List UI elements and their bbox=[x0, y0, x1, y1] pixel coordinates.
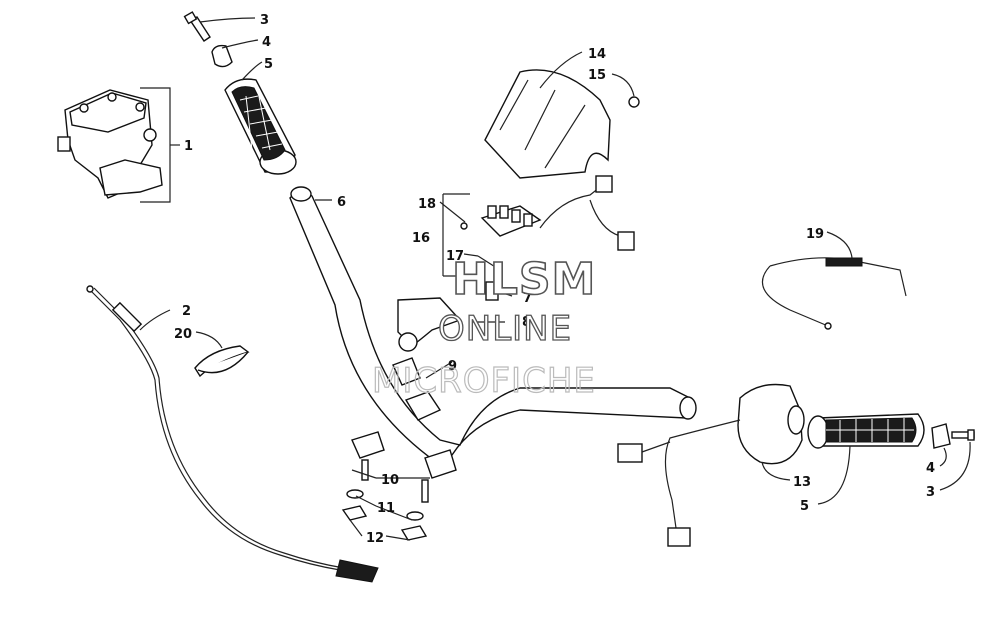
handlebar bbox=[289, 186, 697, 463]
throttle-assembly bbox=[57, 87, 171, 203]
callout-14: 14 bbox=[588, 47, 606, 62]
callout-12: 12 bbox=[366, 531, 384, 546]
callout-4-right: 4 bbox=[926, 461, 935, 476]
callout-2: 2 bbox=[182, 304, 191, 319]
callout-3: 3 bbox=[260, 13, 269, 28]
clamp-left bbox=[341, 431, 385, 521]
callout-16: 16 bbox=[412, 231, 430, 246]
end-cap-top bbox=[211, 44, 233, 68]
callout-19: 19 bbox=[806, 227, 824, 242]
callout-5: 5 bbox=[264, 57, 273, 72]
callout-7: 7 bbox=[523, 291, 532, 306]
choke-cable bbox=[761, 257, 907, 330]
callout-13: 13 bbox=[793, 475, 811, 490]
callout-11: 11 bbox=[377, 501, 395, 516]
callout-8: 8 bbox=[522, 315, 531, 330]
cable-strap bbox=[194, 345, 250, 378]
grip-top bbox=[224, 78, 297, 175]
callout-4: 4 bbox=[262, 35, 271, 50]
callout-18: 18 bbox=[418, 197, 436, 212]
throttle-cable bbox=[86, 285, 379, 583]
end-cap-right bbox=[931, 423, 951, 449]
callout-numbers: 1 2 3 4 5 6 7 8 9 10 11 12 13 14 15 16 1… bbox=[174, 13, 935, 546]
callout-6: 6 bbox=[337, 195, 346, 210]
watermark: HLSM ONLINE MICROFICHE bbox=[371, 253, 596, 401]
watermark-line2: ONLINE bbox=[438, 309, 572, 349]
watermark-line1: HLSM bbox=[452, 254, 596, 305]
windshield bbox=[484, 69, 640, 179]
callout-3-right: 3 bbox=[926, 485, 935, 500]
callout-17: 17 bbox=[446, 249, 464, 264]
end-screw-top bbox=[183, 11, 211, 42]
callout-15: 15 bbox=[588, 68, 606, 83]
bracket bbox=[392, 297, 462, 421]
switch-housing-right bbox=[617, 383, 805, 547]
end-screw-right bbox=[951, 429, 975, 441]
callout-5-right: 5 bbox=[800, 499, 809, 514]
switch-module bbox=[460, 175, 635, 301]
clamp-right bbox=[400, 449, 457, 541]
callout-9: 9 bbox=[448, 359, 457, 374]
grip-right bbox=[807, 413, 925, 449]
leader-lines bbox=[139, 17, 971, 541]
callout-1: 1 bbox=[184, 139, 193, 154]
callout-20: 20 bbox=[174, 327, 192, 342]
watermark-line3: MICROFICHE bbox=[372, 361, 596, 401]
callout-10: 10 bbox=[381, 473, 399, 488]
